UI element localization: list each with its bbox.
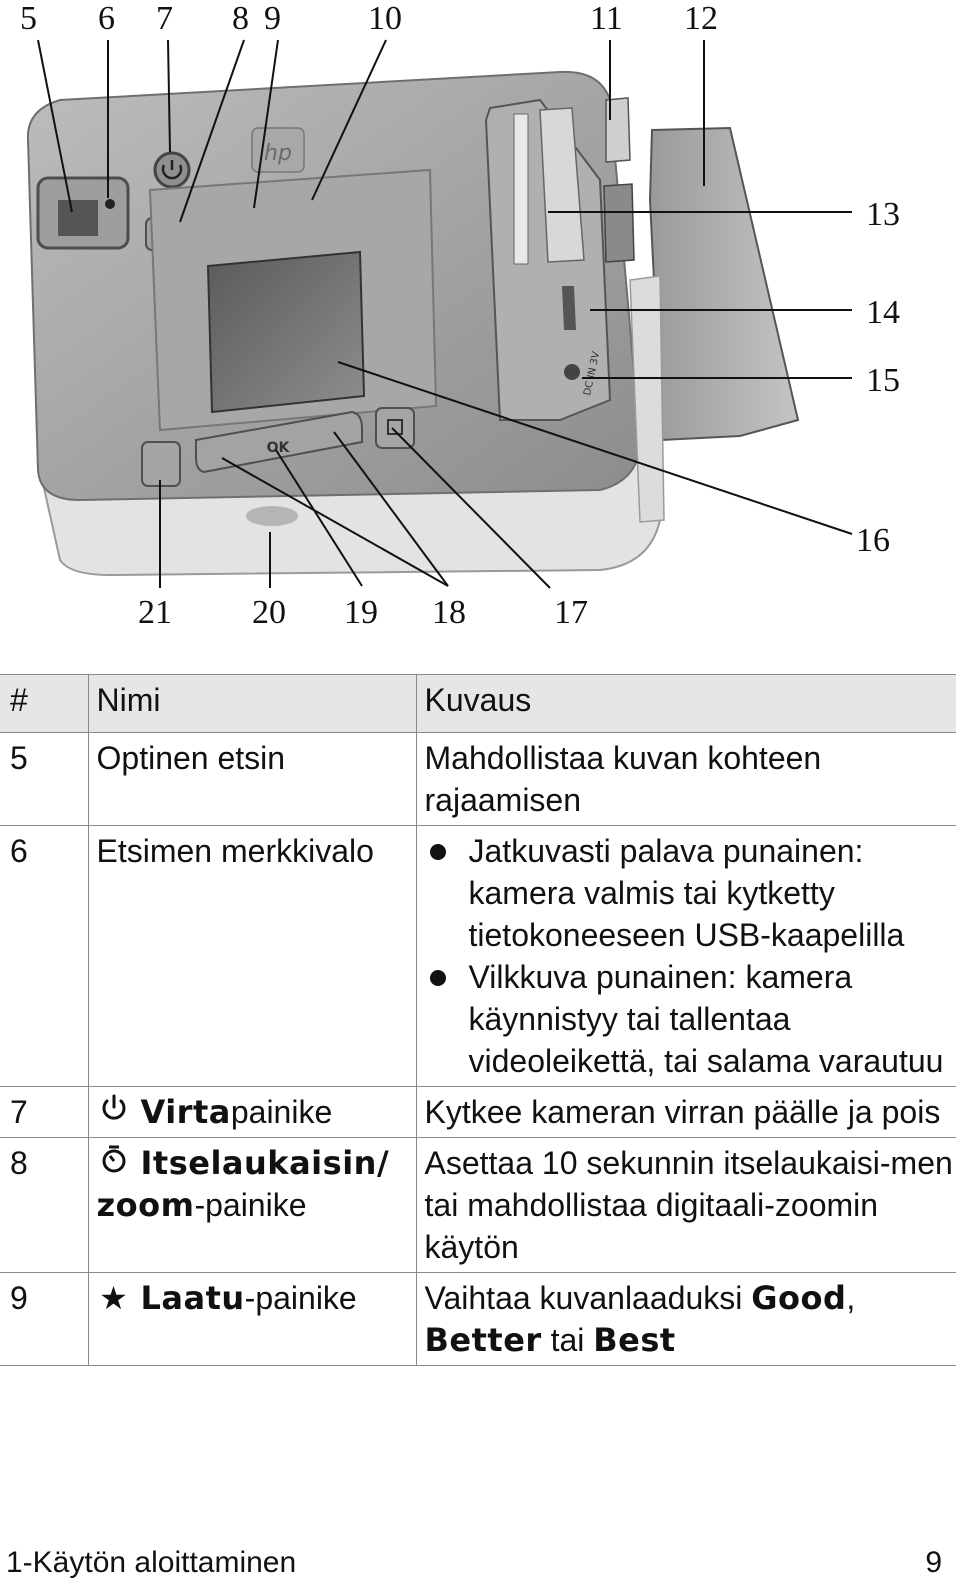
camera-illustration: hp 2x OK DC IN 3V [26, 39, 853, 589]
table-header-row: # Nimi Kuvaus [0, 674, 956, 733]
row-desc: Kytkee kameran virran päälle ja pois [416, 1086, 956, 1138]
hp-logo: hp [264, 141, 292, 166]
row-num: 5 [0, 732, 89, 826]
callout-17: 17 [554, 594, 588, 631]
row-name: Virtapainike [88, 1086, 417, 1138]
flash-button [141, 441, 181, 487]
callout-11: 11 [590, 0, 623, 37]
callout-19: 19 [344, 594, 378, 631]
bullet-item: Vilkkuva punainen: kamera käynnistyy tai… [425, 956, 957, 1082]
leader-lines [37, 39, 853, 589]
name-rest: -painike [244, 1280, 357, 1316]
callout-9: 9 [264, 0, 281, 37]
table-row: 6 Etsimen merkkivalo Jatkuvasti palava p… [0, 825, 957, 1087]
camera-diagram: hp 2x OK DC IN 3V [0, 0, 960, 660]
row-desc: Mahdollistaa kuvan kohteen rajaamisen [416, 732, 956, 826]
name-rest: painike [230, 1094, 333, 1130]
table-row: 7 Virtapainike Kytkee kameran virran pää… [0, 1086, 956, 1138]
name-rest: -painike [194, 1187, 307, 1223]
page-number: 9 [925, 1546, 942, 1579]
callout-15: 15 [866, 362, 900, 399]
header-num: # [0, 674, 89, 733]
nav-rocker [195, 410, 363, 474]
header-desc: Kuvaus [416, 674, 956, 733]
callout-12: 12 [684, 0, 718, 37]
parts-table: # Nimi Kuvaus 5 Optinen etsin Mahdollist… [0, 674, 956, 1366]
callout-20: 20 [252, 594, 286, 631]
menu-button [375, 407, 415, 449]
row-name: ★ Laatu-painike [88, 1272, 417, 1366]
table-row: 5 Optinen etsin Mahdollistaa kuvan kohte… [0, 732, 956, 826]
callout-10: 10 [368, 0, 402, 37]
row-desc: Vaihtaa kuvanlaaduksi Good, Better tai B… [416, 1272, 956, 1366]
row-name: Optinen etsin [88, 732, 417, 826]
self-timer-icon [97, 1142, 131, 1184]
row-name: Itselaukaisin/ zoom-painike [88, 1137, 417, 1273]
dc-in-port [564, 364, 580, 380]
table-row: 9 ★ Laatu-painike Vaihtaa kuvanlaaduksi G… [0, 1272, 956, 1366]
callout-18: 18 [432, 594, 466, 631]
usb-port [562, 286, 576, 330]
callout-7: 7 [156, 0, 173, 37]
callout-21: 21 [138, 594, 172, 631]
name-bold: Laatu [140, 1279, 245, 1317]
callout-13: 13 [866, 196, 900, 233]
row-desc: Jatkuvasti palava punainen: kamera valmi… [416, 825, 957, 1087]
row-num: 8 [0, 1137, 89, 1273]
callout-5: 5 [20, 0, 37, 37]
viewfinder-led [105, 199, 115, 209]
power-icon [97, 1091, 131, 1133]
callout-6: 6 [98, 0, 115, 37]
name-bold: Virta [140, 1093, 231, 1131]
callout-8: 8 [232, 0, 249, 37]
callout-14: 14 [866, 294, 900, 331]
bullet-item: Jatkuvasti palava punainen: kamera valmi… [425, 830, 957, 956]
row-desc: Asettaa 10 sekunnin itselaukaisi-men tai… [416, 1137, 956, 1273]
row-num: 9 [0, 1272, 89, 1366]
tripod-mount [246, 506, 298, 526]
star-icon: ★ [99, 1280, 128, 1316]
card-slot [539, 107, 585, 263]
lcd-screen [206, 250, 366, 414]
name-bold: Itselaukaisin/ zoom [96, 1144, 390, 1224]
table-row: 8 Itselaukaisin/ zoom-painike Asettaa 10… [0, 1137, 956, 1273]
card-door [648, 126, 800, 442]
row-num: 7 [0, 1086, 89, 1138]
callout-16: 16 [856, 522, 890, 559]
header-name: Nimi [88, 674, 417, 733]
row-num: 6 [0, 825, 89, 1087]
footer-section: 1-Käytön aloittaminen [6, 1546, 297, 1579]
bullet-list: Jatkuvasti palava punainen: kamera valmi… [425, 830, 957, 1082]
svg-text:OK: OK [267, 440, 291, 456]
row-name: Etsimen merkkivalo [88, 825, 417, 1087]
